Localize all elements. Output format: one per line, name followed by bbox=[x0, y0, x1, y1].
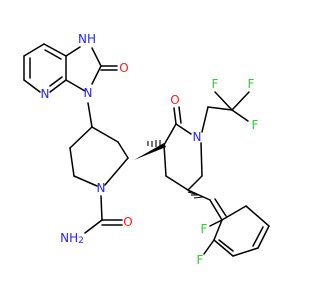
bond bbox=[43, 43, 67, 57]
bond bbox=[209, 199, 223, 221]
bond bbox=[231, 91, 250, 111]
azepane-n-label: N bbox=[193, 130, 202, 144]
amide-nh2-label: NH2 bbox=[60, 231, 84, 246]
bond bbox=[91, 47, 102, 67]
bond bbox=[209, 219, 223, 227]
aryl-fluorine-label: F bbox=[201, 222, 208, 236]
bond bbox=[91, 126, 119, 143]
bond bbox=[69, 126, 93, 149]
bond bbox=[69, 147, 75, 177]
bond bbox=[163, 123, 177, 146]
bond bbox=[187, 175, 203, 191]
cf3-fluorine-label: F bbox=[252, 118, 259, 132]
bond bbox=[213, 219, 223, 241]
lactam-oxygen-label: O bbox=[170, 93, 179, 107]
bond bbox=[213, 239, 234, 257]
bond bbox=[49, 76, 63, 87]
bond bbox=[73, 175, 98, 187]
bond bbox=[203, 239, 215, 255]
bond bbox=[201, 106, 209, 133]
bond bbox=[44, 49, 62, 60]
stereo-bonds bbox=[134, 140, 204, 199]
bond bbox=[214, 91, 233, 111]
hashed-bond bbox=[147, 140, 161, 148]
bond bbox=[232, 247, 259, 257]
bond bbox=[65, 46, 81, 57]
bonds bbox=[23, 43, 270, 257]
bond bbox=[178, 106, 182, 124]
imidazole-nh-label: NH bbox=[78, 32, 96, 46]
imidazole-n-label: N bbox=[84, 86, 93, 100]
bond bbox=[207, 106, 233, 111]
bond bbox=[23, 79, 41, 93]
molecule-structure: NH N O N N NH2 O O N F F F F F bbox=[23, 32, 270, 267]
cf3-fluorine-label: F bbox=[212, 77, 219, 91]
bond bbox=[252, 226, 264, 247]
bond bbox=[23, 43, 45, 57]
hashed-bond bbox=[185, 188, 204, 199]
cf3-fluorine-label: F bbox=[248, 77, 255, 91]
amide-oxygen-label: O bbox=[123, 215, 132, 229]
piperidine-n-label: N bbox=[97, 181, 106, 195]
bond bbox=[104, 157, 129, 186]
bond bbox=[65, 79, 86, 92]
bond bbox=[200, 142, 203, 177]
bond bbox=[84, 219, 103, 234]
bond bbox=[175, 123, 192, 135]
bond bbox=[221, 205, 247, 221]
bond bbox=[257, 225, 270, 249]
bond bbox=[173, 107, 177, 125]
bond bbox=[163, 144, 167, 177]
atom-labels: NH N O N N NH2 O O N F F F F F bbox=[41, 32, 259, 267]
pyridine-n-label: N bbox=[41, 87, 50, 101]
bond bbox=[100, 195, 103, 221]
bond bbox=[117, 141, 129, 159]
bond bbox=[49, 79, 67, 93]
bond bbox=[245, 205, 270, 227]
bond bbox=[231, 109, 249, 122]
bond bbox=[87, 102, 93, 128]
bond bbox=[91, 65, 102, 85]
bond bbox=[214, 198, 227, 217]
bond bbox=[218, 239, 234, 252]
aryl-fluorine-label: F bbox=[197, 253, 204, 267]
imidazolone-oxygen-label: O bbox=[119, 61, 128, 75]
wedge-bond bbox=[134, 143, 166, 160]
bond bbox=[165, 175, 189, 191]
